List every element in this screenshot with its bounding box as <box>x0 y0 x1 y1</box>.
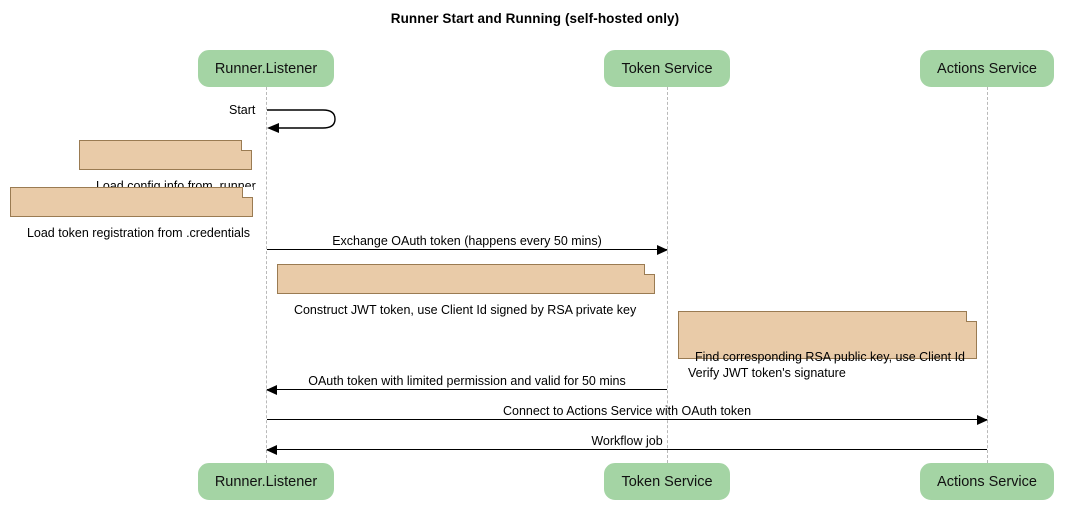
lifeline-actions <box>987 87 988 463</box>
note-text: Load token registration from .credential… <box>26 226 250 240</box>
note-fold-icon <box>644 264 655 275</box>
participant-runner-bottom[interactable]: Runner.Listener <box>198 463 334 500</box>
arrowhead-right-icon <box>657 245 668 255</box>
participant-actions-bottom[interactable]: Actions Service <box>920 463 1054 500</box>
arrowhead-left-icon <box>266 385 277 395</box>
lifeline-runner <box>266 87 267 463</box>
lifeline-token <box>667 87 668 463</box>
participant-label: Token Service <box>621 60 713 77</box>
page-title: Runner Start and Running (self-hosted on… <box>390 11 680 26</box>
participant-label: Actions Service <box>937 60 1037 77</box>
self-message-start[interactable] <box>265 105 345 137</box>
note-fold-icon <box>241 140 252 151</box>
participant-label: Runner.Listener <box>214 60 318 77</box>
note-fold-icon <box>242 187 253 198</box>
message-label-exchange-oauth-token: Exchange OAuth token (happens every 50 m… <box>332 234 602 248</box>
participant-label: Token Service <box>621 473 713 490</box>
message-label-connect-actions-service: Connect to Actions Service with OAuth to… <box>502 404 752 418</box>
note-construct-jwt: Construct JWT token, use Client Id signe… <box>277 264 655 317</box>
note-load-config: Load config info from .runner <box>79 140 256 193</box>
note-verify-signature: Find corresponding RSA public key, use C… <box>678 311 977 380</box>
arrowhead-right-icon <box>977 415 988 425</box>
participant-token-bottom[interactable]: Token Service <box>604 463 730 500</box>
message-exchange-oauth-token[interactable] <box>267 245 668 255</box>
arrowhead-left-icon <box>266 445 277 455</box>
self-message-label-start: Start <box>229 103 256 117</box>
participant-actions-top[interactable]: Actions Service <box>920 50 1054 87</box>
participant-label: Runner.Listener <box>214 473 318 490</box>
participant-label: Actions Service <box>937 473 1037 490</box>
note-load-credentials: Load token registration from .credential… <box>10 187 253 240</box>
participant-runner-top[interactable]: Runner.Listener <box>198 50 334 87</box>
note-text: Find corresponding RSA public key, use C… <box>688 350 966 380</box>
note-fold-icon <box>966 311 977 322</box>
message-oauth-token-response[interactable] <box>266 385 667 395</box>
message-workflow-job[interactable] <box>266 445 987 455</box>
message-label-workflow-job: Workflow job <box>591 434 663 448</box>
message-connect-actions-service[interactable] <box>267 415 988 425</box>
message-label-oauth-token-response: OAuth token with limited permission and … <box>308 374 626 388</box>
participant-token-top[interactable]: Token Service <box>604 50 730 87</box>
note-text: Construct JWT token, use Client Id signe… <box>293 303 637 317</box>
